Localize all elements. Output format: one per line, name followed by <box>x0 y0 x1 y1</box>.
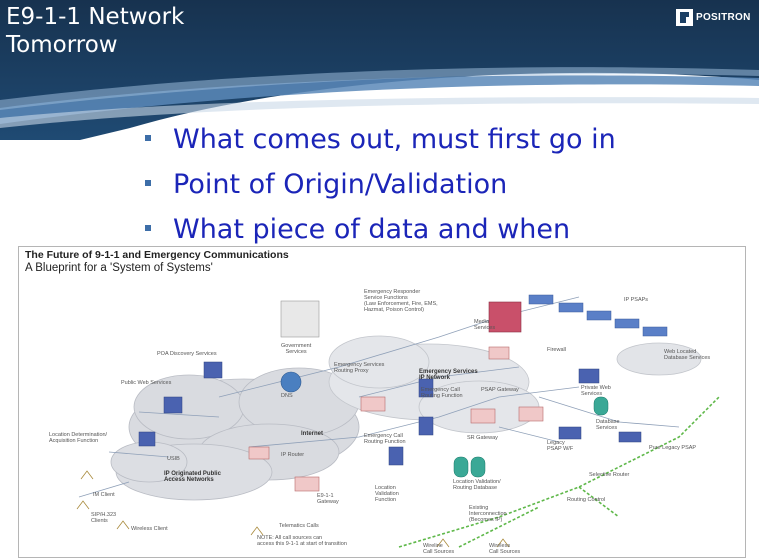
database-icons <box>453 396 609 478</box>
bullet-list: What comes out, must first go in Point o… <box>145 117 616 252</box>
dns-globe-icon <box>280 371 302 393</box>
bullet-square-icon <box>145 135 151 141</box>
label-web-located-db: Web Located Database Services <box>664 349 711 361</box>
slide-title: E9-1-1 Network Tomorrow <box>6 4 185 58</box>
bullet-text: What piece of data and when <box>173 214 571 245</box>
server-icons <box>138 361 642 466</box>
label-emergency-responder: Emergency Responder Service Functions (L… <box>364 289 438 313</box>
label-psap-gateway: PSAP Gateway <box>481 387 519 393</box>
label-firewall: Firewall <box>547 347 566 353</box>
label-telematics: Telematics Calls <box>279 523 319 529</box>
label-location-validation-db: Location Validation/ Routing Database <box>453 479 501 491</box>
positron-logo: POSITRON <box>676 6 756 28</box>
bullet-text: Point of Origin/Validation <box>173 169 508 200</box>
label-ip-psaps: IP PSAPs <box>624 297 649 303</box>
diagram-title: The Future of 9-1-1 and Emergency Commun… <box>25 249 289 261</box>
bullet-square-icon <box>145 180 151 186</box>
label-note: NOTE: All call sources can access this 9… <box>257 535 347 547</box>
label-lvf: Location Validation Function <box>375 485 399 503</box>
label-ip-router: IP Router <box>281 452 305 458</box>
diagram-artwork <box>76 294 720 548</box>
network-diagram: The Future of 9-1-1 and Emergency Commun… <box>18 246 746 558</box>
label-ip-public-access: IP Originated Public Access Networks <box>164 471 221 483</box>
label-selective-router: Selective Router <box>589 472 630 478</box>
bullet-square-icon <box>145 225 151 231</box>
client-antennas <box>76 470 510 548</box>
header-swoosh <box>0 0 759 140</box>
label-legacy-psap: Legacy PSAP W/F <box>547 440 574 452</box>
government-building-icon <box>280 300 320 338</box>
bullet-item: Point of Origin/Validation <box>145 162 616 207</box>
label-poa-discovery: POA Discovery Services <box>157 351 217 357</box>
label-usib: USIB <box>167 456 180 462</box>
label-public-web: Public Web Services <box>121 380 172 386</box>
label-emergency-call-routing: Emergency Call Routing Function <box>364 433 406 445</box>
ip-public-access-cloud <box>110 441 273 501</box>
label-es-ip-network: Emergency Services IP Network <box>419 369 478 381</box>
legacy-network-links <box>398 396 720 548</box>
label-government-services: Government Services <box>281 343 312 355</box>
label-e911-gateway: E9-1-1 Gateway <box>317 493 339 505</box>
router-icons <box>248 346 544 492</box>
label-wireline: Wireline Call Sources <box>423 543 455 555</box>
label-ecrf-upper: Emergency Call Routing Function <box>421 387 463 399</box>
diagram-subtitle: A Blueprint for a 'System of Systems' <box>25 262 213 274</box>
positron-logo-icon <box>676 8 693 26</box>
label-internet: Internet <box>301 431 324 437</box>
label-existing-interconnection: Existing Interconnection (Becomes IP) <box>469 505 507 523</box>
web-db-cloud <box>616 342 702 376</box>
label-routing-control: Routing Control <box>567 497 606 503</box>
network-links <box>78 296 680 498</box>
label-wireless-client: Wireless Client <box>131 526 168 532</box>
firewall-icon <box>488 301 522 333</box>
label-media-services: Media Services <box>474 319 496 331</box>
label-private-web: Private Web Services <box>581 385 611 397</box>
logo-text: POSITRON <box>696 11 751 23</box>
label-sip-h323: SIP/H.323 Clients <box>91 512 117 524</box>
bullet-text: What comes out, must first go in <box>173 124 616 155</box>
label-database-services: Database Services <box>596 419 620 431</box>
ip-psap-buildings <box>528 294 668 337</box>
label-im-client: IM Client <box>93 492 115 498</box>
label-sr-gateway: SR Gateway <box>467 435 498 441</box>
bullet-item: What piece of data and when <box>145 207 616 252</box>
label-wireless: Wireless Call Sources <box>489 543 521 555</box>
label-dns: DNS <box>281 393 293 399</box>
label-pure-legacy-psap: Pure Legacy PSAP <box>649 445 697 451</box>
label-location-determination: Location Determination/ Acquisition Func… <box>49 432 108 444</box>
label-es-routing-proxy: Emergency Services Routing Proxy <box>334 362 385 374</box>
slide-header: E9-1-1 Network Tomorrow POSITRON <box>0 0 759 140</box>
bullet-item: What comes out, must first go in <box>145 117 616 162</box>
